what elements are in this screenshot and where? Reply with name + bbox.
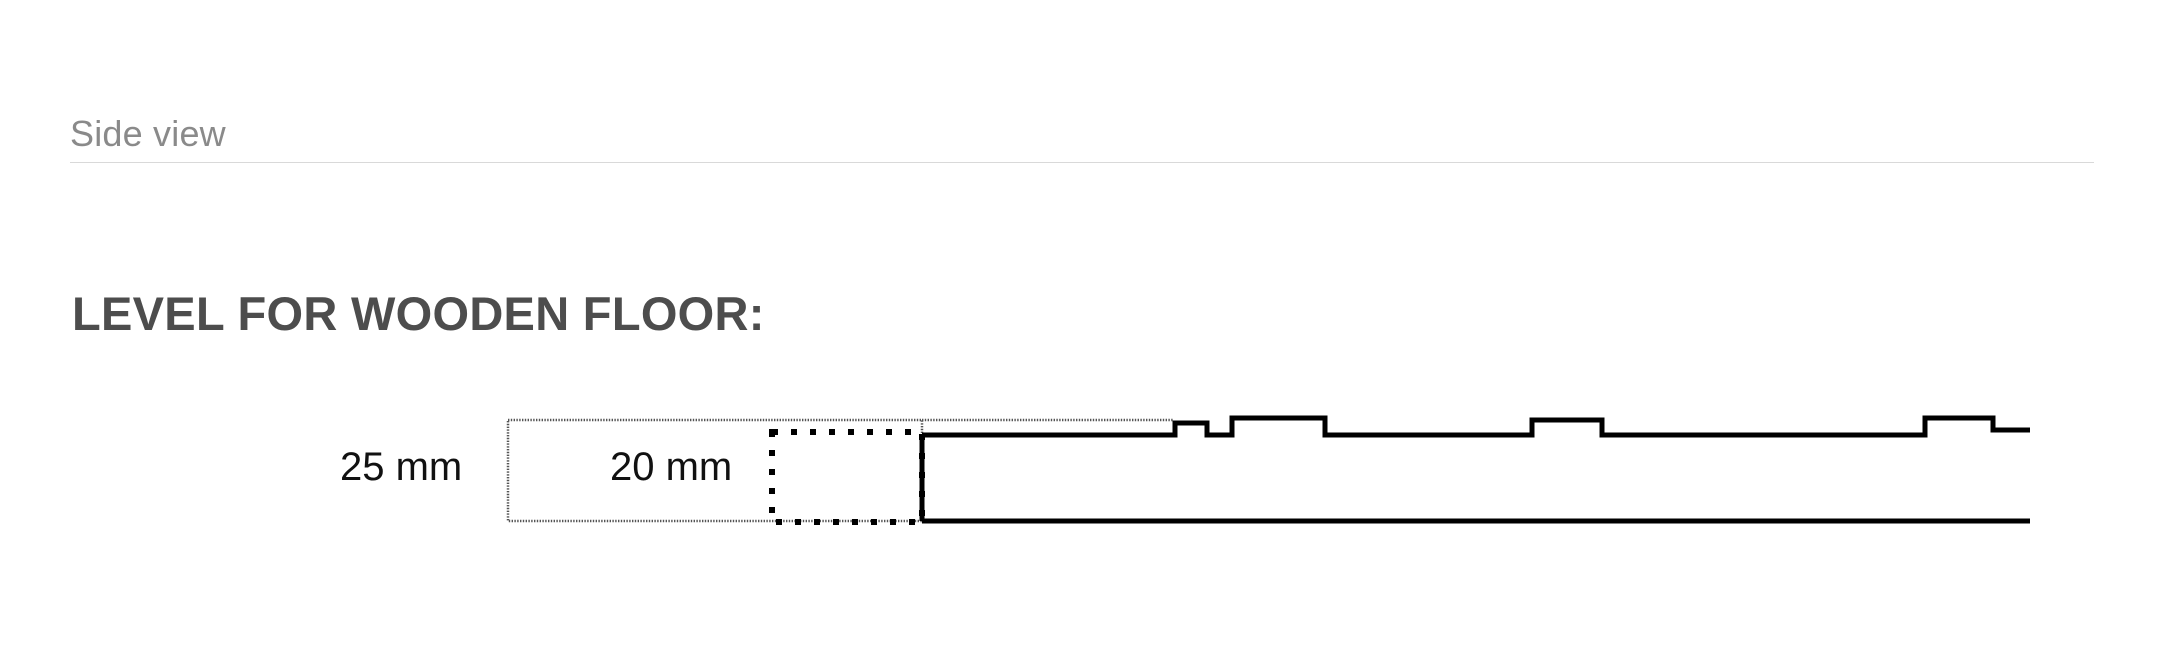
section-header-divider <box>70 162 2094 163</box>
section-header: Side view <box>70 112 2094 163</box>
dimension-label-total-thickness: 25 mm <box>340 445 462 489</box>
floor-top-profile <box>922 415 2030 438</box>
inner-panel-box <box>769 429 925 525</box>
diagram-svg: 25 mm 20 mm <box>340 415 2030 525</box>
side-view-diagram: 25 mm 20 mm <box>0 380 2164 580</box>
dimension-label-panel-thickness: 20 mm <box>610 445 732 489</box>
page-title: LEVEL FOR WOODEN FLOOR: <box>72 287 765 340</box>
section-header-label: Side view <box>70 113 226 154</box>
